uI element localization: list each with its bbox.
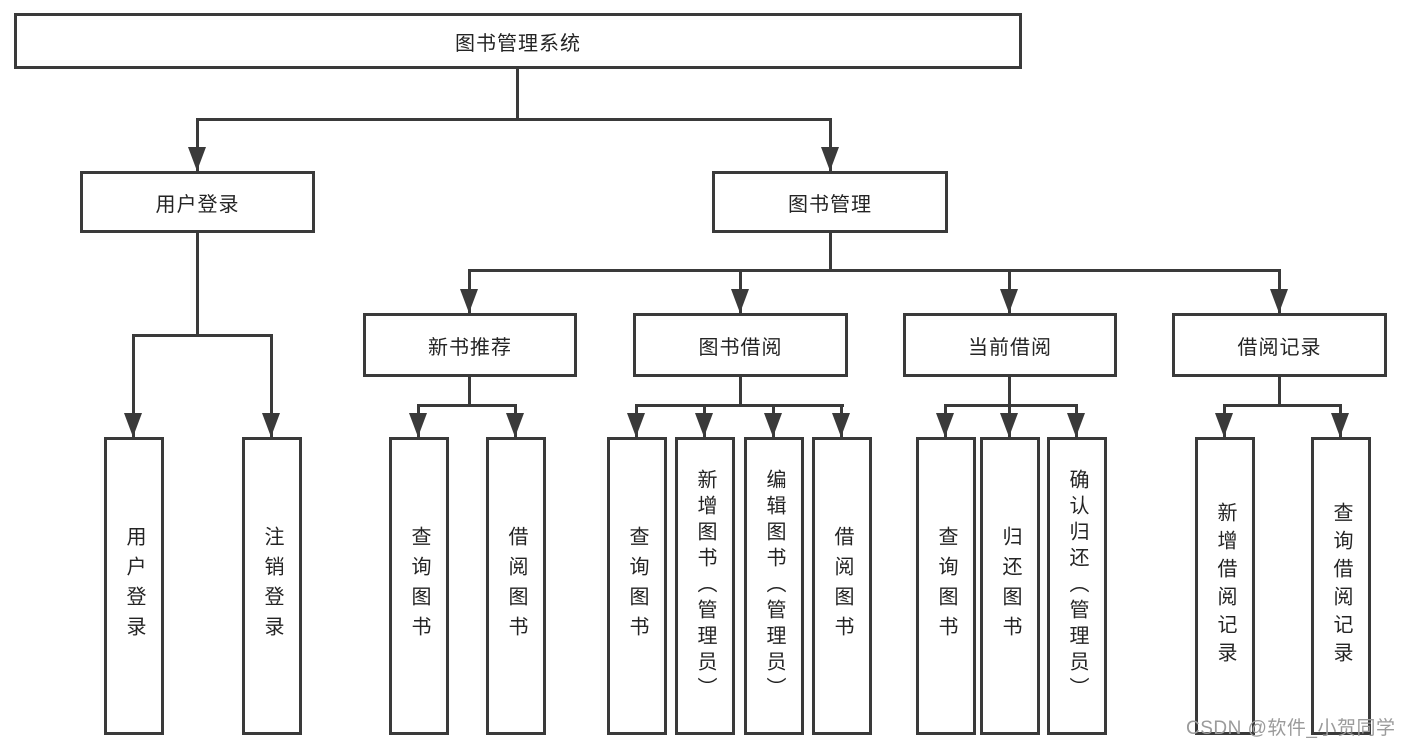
leaf-node-label: 编辑图书（管理员） <box>763 469 785 703</box>
connector-line <box>1223 404 1342 407</box>
branch-node-book-borrow: 图书借阅 <box>633 313 848 377</box>
connector-line <box>1278 377 1281 406</box>
leaf-node-logout: 注销登录 <box>242 437 302 735</box>
leaf-node-user-login: 用户登录 <box>104 437 164 735</box>
arrowhead-icon <box>731 289 749 313</box>
arrowhead-icon <box>1000 289 1018 313</box>
arrowhead-icon <box>832 413 850 437</box>
leaf-node-query-books: 查询图书 <box>916 437 976 735</box>
leaf-node-label: 查询图书 <box>935 526 957 646</box>
csdn-watermark: CSDN @软件_小贺同学 <box>1186 718 1396 739</box>
arrowhead-icon <box>764 413 782 437</box>
branch-node-label: 图书借阅 <box>698 336 783 359</box>
root-node-label: 图书管理系统 <box>455 32 581 55</box>
connector-line <box>270 334 273 437</box>
branch-node-label: 新书推荐 <box>428 336 512 359</box>
branch-node-book-management: 图书管理 <box>712 171 948 233</box>
branch-node-current-borrow: 当前借阅 <box>903 313 1117 377</box>
leaf-node-label: 借阅图书 <box>505 526 527 646</box>
branch-node-user-login: 用户登录 <box>80 171 315 233</box>
arrowhead-icon <box>1067 413 1085 437</box>
connector-line <box>196 118 199 171</box>
leaf-node-label: 借阅图书 <box>831 526 853 646</box>
leaf-node-label: 用户登录 <box>123 526 145 646</box>
connector-line <box>635 404 844 407</box>
leaf-node-edit-books-admin: 编辑图书（管理员） <box>744 437 804 735</box>
connector-line <box>132 334 273 337</box>
leaf-node-confirm-return-admin: 确认归还（管理员） <box>1047 437 1107 735</box>
arrowhead-icon <box>695 413 713 437</box>
branch-node-label: 图书管理 <box>788 193 872 216</box>
leaf-node-query-borrow-record: 查询借阅记录 <box>1311 437 1371 735</box>
arrowhead-icon <box>627 413 645 437</box>
leaf-node-query-books: 查询图书 <box>607 437 667 735</box>
branch-node-label: 当前借阅 <box>968 336 1052 359</box>
leaf-node-label: 注销登录 <box>261 526 283 646</box>
connector-line <box>468 269 1281 272</box>
connector-line <box>516 69 519 120</box>
connector-line <box>468 377 471 406</box>
arrowhead-icon <box>1000 413 1018 437</box>
leaf-node-label: 查询图书 <box>408 526 430 646</box>
leaf-node-borrow-books: 借阅图书 <box>486 437 546 735</box>
arrowhead-icon <box>262 413 280 437</box>
connector-line <box>196 118 832 121</box>
connector-line <box>1008 377 1011 406</box>
connector-line <box>196 233 199 336</box>
root-node-library-system: 图书管理系统 <box>14 13 1022 69</box>
connector-line <box>829 233 832 271</box>
arrowhead-icon <box>188 147 206 171</box>
leaf-node-add-borrow-record: 新增借阅记录 <box>1195 437 1255 735</box>
arrowhead-icon <box>1215 413 1233 437</box>
leaf-node-borrow-books: 借阅图书 <box>812 437 872 735</box>
leaf-node-return-books: 归还图书 <box>980 437 1040 735</box>
branch-node-new-book-recommend: 新书推荐 <box>363 313 577 377</box>
leaf-node-label: 确认归还（管理员） <box>1066 469 1088 703</box>
leaf-node-label: 新增借阅记录 <box>1214 502 1236 670</box>
arrowhead-icon <box>460 289 478 313</box>
leaf-node-label: 新增图书（管理员） <box>694 469 716 703</box>
branch-node-label: 借阅记录 <box>1237 336 1322 359</box>
leaf-node-label: 查询图书 <box>626 526 648 646</box>
arrowhead-icon <box>124 413 142 437</box>
connector-line <box>944 404 1078 407</box>
leaf-node-query-books: 查询图书 <box>389 437 449 735</box>
leaf-node-add-books-admin: 新增图书（管理员） <box>675 437 735 735</box>
arrowhead-icon <box>1331 413 1349 437</box>
connector-line <box>417 404 517 407</box>
arrowhead-icon <box>821 147 839 171</box>
arrowhead-icon <box>936 413 954 437</box>
connector-line <box>132 334 135 437</box>
branch-node-label: 用户登录 <box>155 193 240 216</box>
branch-node-borrow-record: 借阅记录 <box>1172 313 1387 377</box>
leaf-node-label: 查询借阅记录 <box>1330 502 1352 670</box>
leaf-node-label: 归还图书 <box>999 526 1021 646</box>
connector-line <box>829 118 832 171</box>
arrowhead-icon <box>1270 289 1288 313</box>
arrowhead-icon <box>409 413 427 437</box>
arrowhead-icon <box>506 413 524 437</box>
connector-line <box>739 377 742 406</box>
